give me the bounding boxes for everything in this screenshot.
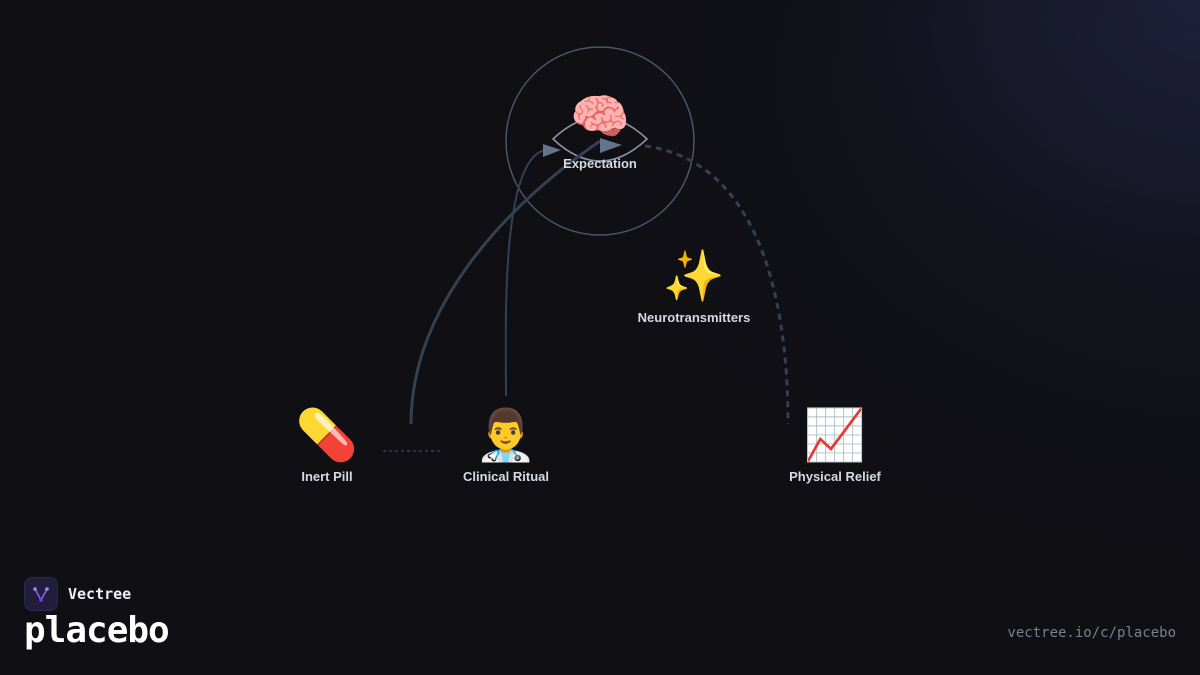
- doctor-icon: 👨‍⚕️: [474, 407, 538, 463]
- vectree-logo-icon: [24, 577, 58, 611]
- sparkles-icon: ✨: [662, 248, 726, 304]
- node-clinical-ritual: 👨‍⚕️ Clinical Ritual: [446, 407, 566, 484]
- physical-relief-label: Physical Relief: [789, 469, 881, 484]
- arrowhead-pill: [600, 138, 622, 153]
- edge-pill-to-expectation: [409, 139, 601, 425]
- inert-pill-label: Inert Pill: [301, 469, 353, 484]
- brain-icon: 🧠: [570, 91, 630, 144]
- neurotransmitters-label: Neurotransmitters: [637, 310, 751, 325]
- expectation-ring: [505, 46, 695, 236]
- page-title: placebo: [24, 610, 170, 651]
- chart-increasing-icon: 📈: [803, 407, 867, 463]
- node-neurotransmitters: ✨ Neurotransmitters: [624, 248, 764, 325]
- eye-outline: [551, 116, 649, 162]
- pill-icon: 💊: [295, 407, 359, 463]
- node-physical-relief: 📈 Physical Relief: [775, 407, 895, 484]
- edge-ritual-to-expectation: [504, 149, 546, 397]
- node-expectation: 🧠 Expectation: [540, 91, 660, 172]
- brand: Vectree: [24, 577, 131, 611]
- brand-name: Vectree: [68, 585, 132, 603]
- arrowhead-ritual: [543, 144, 561, 157]
- clinical-ritual-label: Clinical Ritual: [463, 469, 549, 484]
- expectation-label: Expectation: [563, 156, 637, 171]
- node-inert-pill: 💊 Inert Pill: [277, 407, 377, 484]
- source-url[interactable]: vectree.io/c/placebo: [1007, 625, 1176, 641]
